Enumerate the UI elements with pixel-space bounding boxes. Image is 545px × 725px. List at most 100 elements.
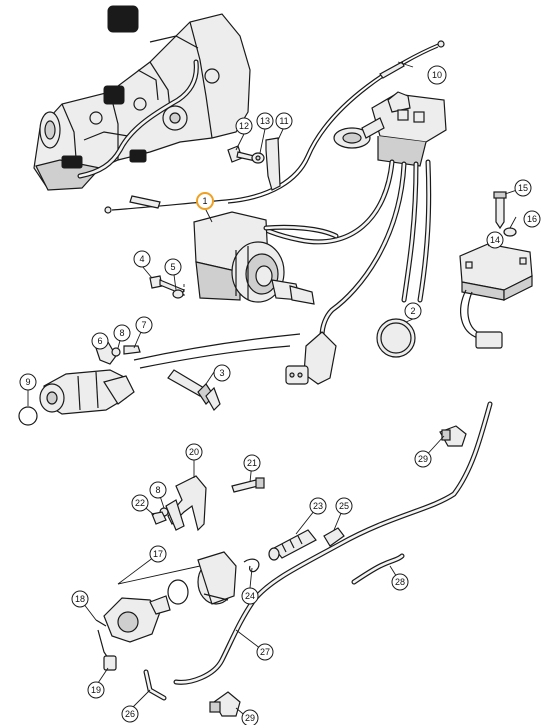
o-ring-2-inner (380, 322, 412, 354)
callout-4[interactable]: 4 (133, 250, 151, 268)
callout-5[interactable]: 5 (164, 258, 182, 276)
hose-28 (352, 554, 404, 584)
screw-15-head (493, 191, 507, 199)
bolt-21-head (255, 477, 265, 489)
assembly-line (133, 333, 301, 361)
callout-label: 28 (395, 577, 405, 587)
callout-label: 19 (91, 685, 101, 695)
callout-19[interactable]: 19 (87, 681, 105, 699)
callout-14[interactable]: 14 (486, 231, 504, 249)
callout-label: 2 (410, 306, 415, 316)
callout-27[interactable]: 27 (256, 643, 274, 661)
callout-21[interactable]: 21 (243, 454, 261, 472)
clip-19[interactable] (103, 655, 117, 671)
cable-end-eye (437, 40, 445, 48)
wiring-harness-cable (402, 162, 418, 302)
callout-label: 25 (339, 501, 349, 511)
callout-label: 17 (153, 549, 163, 559)
callout-label: 24 (245, 591, 255, 601)
callout-17[interactable]: 17 (149, 545, 167, 563)
cap-25[interactable] (323, 527, 345, 547)
fitting-29-lower[interactable] (209, 691, 241, 717)
fitting-29-upper[interactable] (439, 425, 467, 447)
transmission-dark-part (107, 5, 139, 33)
spring-23[interactable] (268, 529, 317, 561)
callout-15[interactable]: 15 (514, 179, 532, 197)
selector-cable[interactable] (111, 43, 439, 211)
clip-24[interactable] (243, 558, 260, 573)
callout-18[interactable]: 18 (71, 590, 89, 608)
callout-22[interactable]: 22 (131, 494, 149, 512)
callout-3[interactable]: 3 (213, 364, 231, 382)
transmission-dark-part (129, 149, 147, 163)
callout-label: 4 (139, 254, 144, 264)
nut-22[interactable] (151, 511, 167, 525)
callout-29-upper[interactable]: 29 (414, 450, 432, 468)
callout-label: 16 (527, 214, 537, 224)
screw-15[interactable] (495, 195, 505, 230)
speed-sensor[interactable] (95, 595, 171, 665)
transmission-dark-part (103, 85, 125, 105)
callout-label: 14 (490, 235, 500, 245)
callout-20[interactable]: 20 (185, 443, 203, 461)
callout-26[interactable]: 26 (121, 705, 139, 723)
wiring-harness-cable (319, 161, 407, 339)
cable-end-eye (104, 206, 112, 214)
callout-9[interactable]: 9 (19, 373, 37, 391)
callout-label: 13 (260, 116, 270, 126)
callout-label: 12 (239, 121, 249, 131)
callout-16[interactable]: 16 (523, 210, 541, 228)
connector-plug[interactable] (333, 117, 385, 149)
callout-label: 21 (247, 458, 257, 468)
washer-5[interactable] (172, 289, 184, 299)
seal-ring-9[interactable] (18, 406, 38, 426)
o-ring-17[interactable] (167, 579, 189, 605)
callout-label: 6 (97, 336, 102, 346)
module-connector[interactable] (475, 331, 503, 349)
bracket-11[interactable] (265, 137, 281, 191)
transmission-dark-part (61, 155, 83, 169)
sensor-plug[interactable] (285, 331, 337, 385)
gear-housing[interactable] (197, 551, 237, 605)
callout-11[interactable]: 11 (275, 112, 293, 130)
o-ring-2[interactable] (376, 318, 416, 358)
cable-sleeve (129, 195, 161, 209)
bolt-7[interactable] (123, 345, 141, 355)
callout-1[interactable]: 1 (196, 192, 214, 210)
bolt-21[interactable] (231, 479, 259, 493)
callout-29-lower[interactable]: 29 (241, 709, 259, 725)
callout-28[interactable]: 28 (391, 573, 409, 591)
callout-label: 22 (135, 498, 145, 508)
main-unit-1[interactable] (193, 211, 315, 305)
callout-label: 5 (170, 262, 175, 272)
callout-2[interactable]: 2 (404, 302, 422, 320)
callout-label: 15 (518, 183, 528, 193)
callout-label: 1 (202, 196, 207, 206)
callout-8-lower[interactable]: 8 (149, 481, 167, 499)
control-module-14[interactable] (459, 243, 533, 301)
callout-12[interactable]: 12 (235, 117, 253, 135)
callout-label: 11 (279, 116, 288, 126)
callout-7[interactable]: 7 (135, 316, 153, 334)
callout-6[interactable]: 6 (91, 332, 109, 350)
callout-label: 8 (119, 328, 124, 338)
callout-label: 10 (432, 70, 442, 80)
callout-label: 9 (25, 377, 30, 387)
callout-23[interactable]: 23 (309, 497, 327, 515)
nut-16[interactable] (503, 227, 517, 237)
module-wire (460, 289, 479, 339)
group-leader-17 (117, 565, 201, 585)
wiring-connector-block[interactable] (371, 91, 447, 167)
callout-8[interactable]: 8 (113, 324, 131, 342)
callout-label: 29 (245, 713, 255, 723)
callout-10[interactable]: 10 (427, 65, 447, 85)
drive-shaft-assembly[interactable] (39, 369, 135, 415)
callout-25[interactable]: 25 (335, 497, 353, 515)
washer-8[interactable] (111, 347, 121, 357)
main-unit-cable (264, 225, 338, 238)
callout-label: 27 (260, 647, 270, 657)
shaft-3[interactable] (167, 369, 221, 411)
callout-13[interactable]: 13 (256, 112, 274, 130)
callout-24[interactable]: 24 (241, 587, 259, 605)
